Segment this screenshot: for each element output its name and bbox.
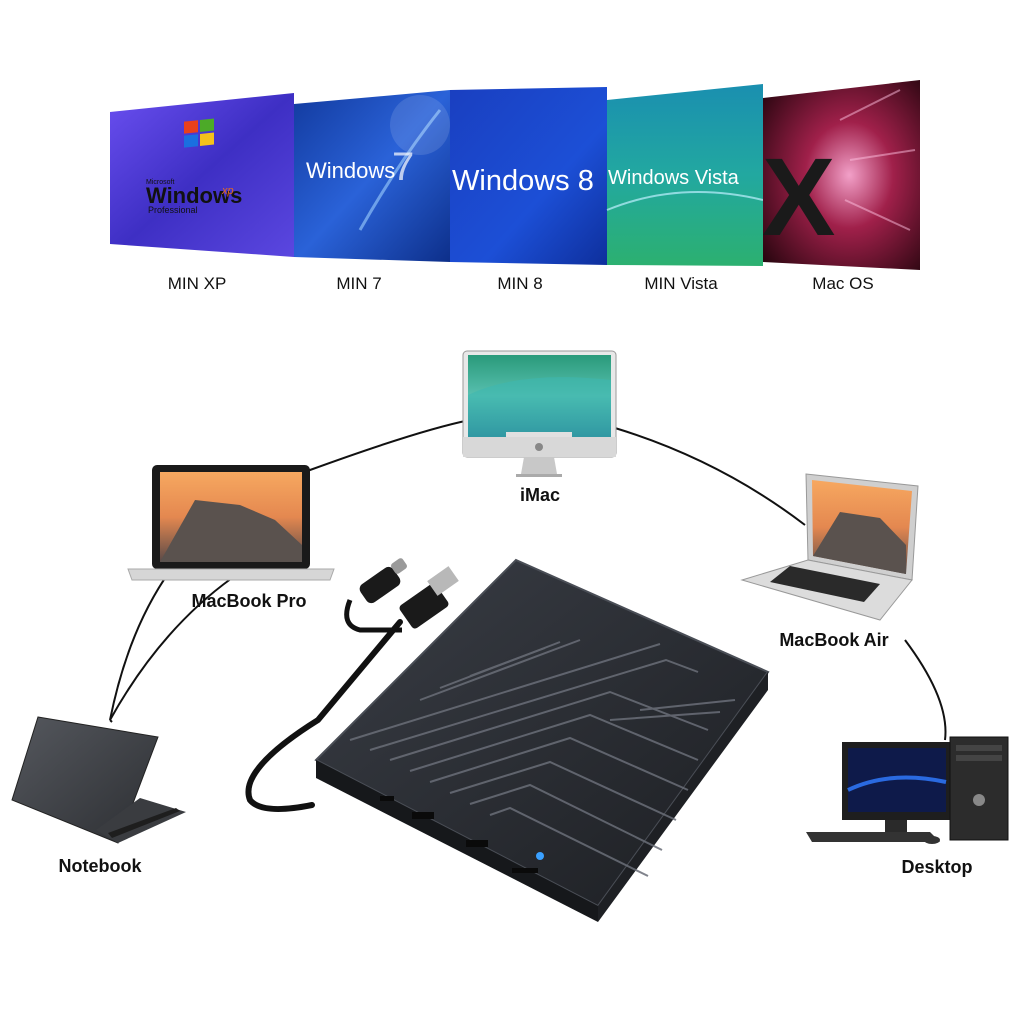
os-label-win7: MIN 7 xyxy=(336,274,382,293)
macbook-air-label: MacBook Air xyxy=(779,630,888,650)
os-banner-macos: X xyxy=(762,80,920,270)
os-banners: Microsoft Windows xp Professional Window… xyxy=(110,80,920,270)
os-banner-win8: Windows 8 xyxy=(450,87,607,265)
usb-cable xyxy=(245,619,403,812)
desktop-device xyxy=(806,736,1009,844)
os-banner-xp: Microsoft Windows xp Professional xyxy=(110,93,294,257)
external-optical-drive xyxy=(314,558,770,922)
notebook-label: Notebook xyxy=(59,856,143,876)
macbook-air-device xyxy=(740,473,919,621)
usb-a-port-2 xyxy=(466,840,488,847)
macos-x-logo: X xyxy=(762,136,835,259)
imac-label: iMac xyxy=(520,485,560,505)
windows-flag-icon xyxy=(184,118,214,148)
macbook-pro-device xyxy=(127,465,335,581)
usb-a-connector xyxy=(399,566,459,629)
os-label-vista: MIN Vista xyxy=(644,274,718,293)
drive-chevron-pattern xyxy=(349,639,736,877)
device-diagram: iMac MacBook Pro MacBook Air Notebook De… xyxy=(11,350,1009,922)
win7-logo-text: Windows xyxy=(306,158,395,183)
desktop-label: Desktop xyxy=(901,857,972,877)
vista-logo-text: Windows Vista xyxy=(608,167,740,189)
apple-logo-icon xyxy=(535,443,543,451)
macbook-pro-label: MacBook Pro xyxy=(191,591,306,611)
os-compatibility-row: Microsoft Windows xp Professional Window… xyxy=(0,0,1024,320)
win8-logo-text: Windows 8 xyxy=(452,165,594,197)
usb-c-port xyxy=(380,796,394,801)
os-banner-vista: Windows Vista xyxy=(606,84,764,266)
sd-card-slot xyxy=(512,868,538,873)
win7-logo-mark: 7 xyxy=(392,145,414,189)
imac-device xyxy=(462,350,617,477)
usb-a-port-1 xyxy=(412,812,434,819)
os-banner-win7: Windows 7 xyxy=(294,90,450,262)
xp-logo-line1: Microsoft xyxy=(146,179,174,186)
os-label-win8: MIN 8 xyxy=(497,274,543,293)
os-label-macos: Mac OS xyxy=(812,274,874,293)
xp-logo-line2: Windows xyxy=(146,183,242,208)
status-led xyxy=(536,852,544,860)
xp-logo-sup: xp xyxy=(221,185,234,197)
xp-logo-line3: Professional xyxy=(148,205,198,215)
os-label-xp: MIN XP xyxy=(167,274,227,293)
notebook-device xyxy=(11,716,186,844)
usb-c-connector xyxy=(359,558,407,604)
